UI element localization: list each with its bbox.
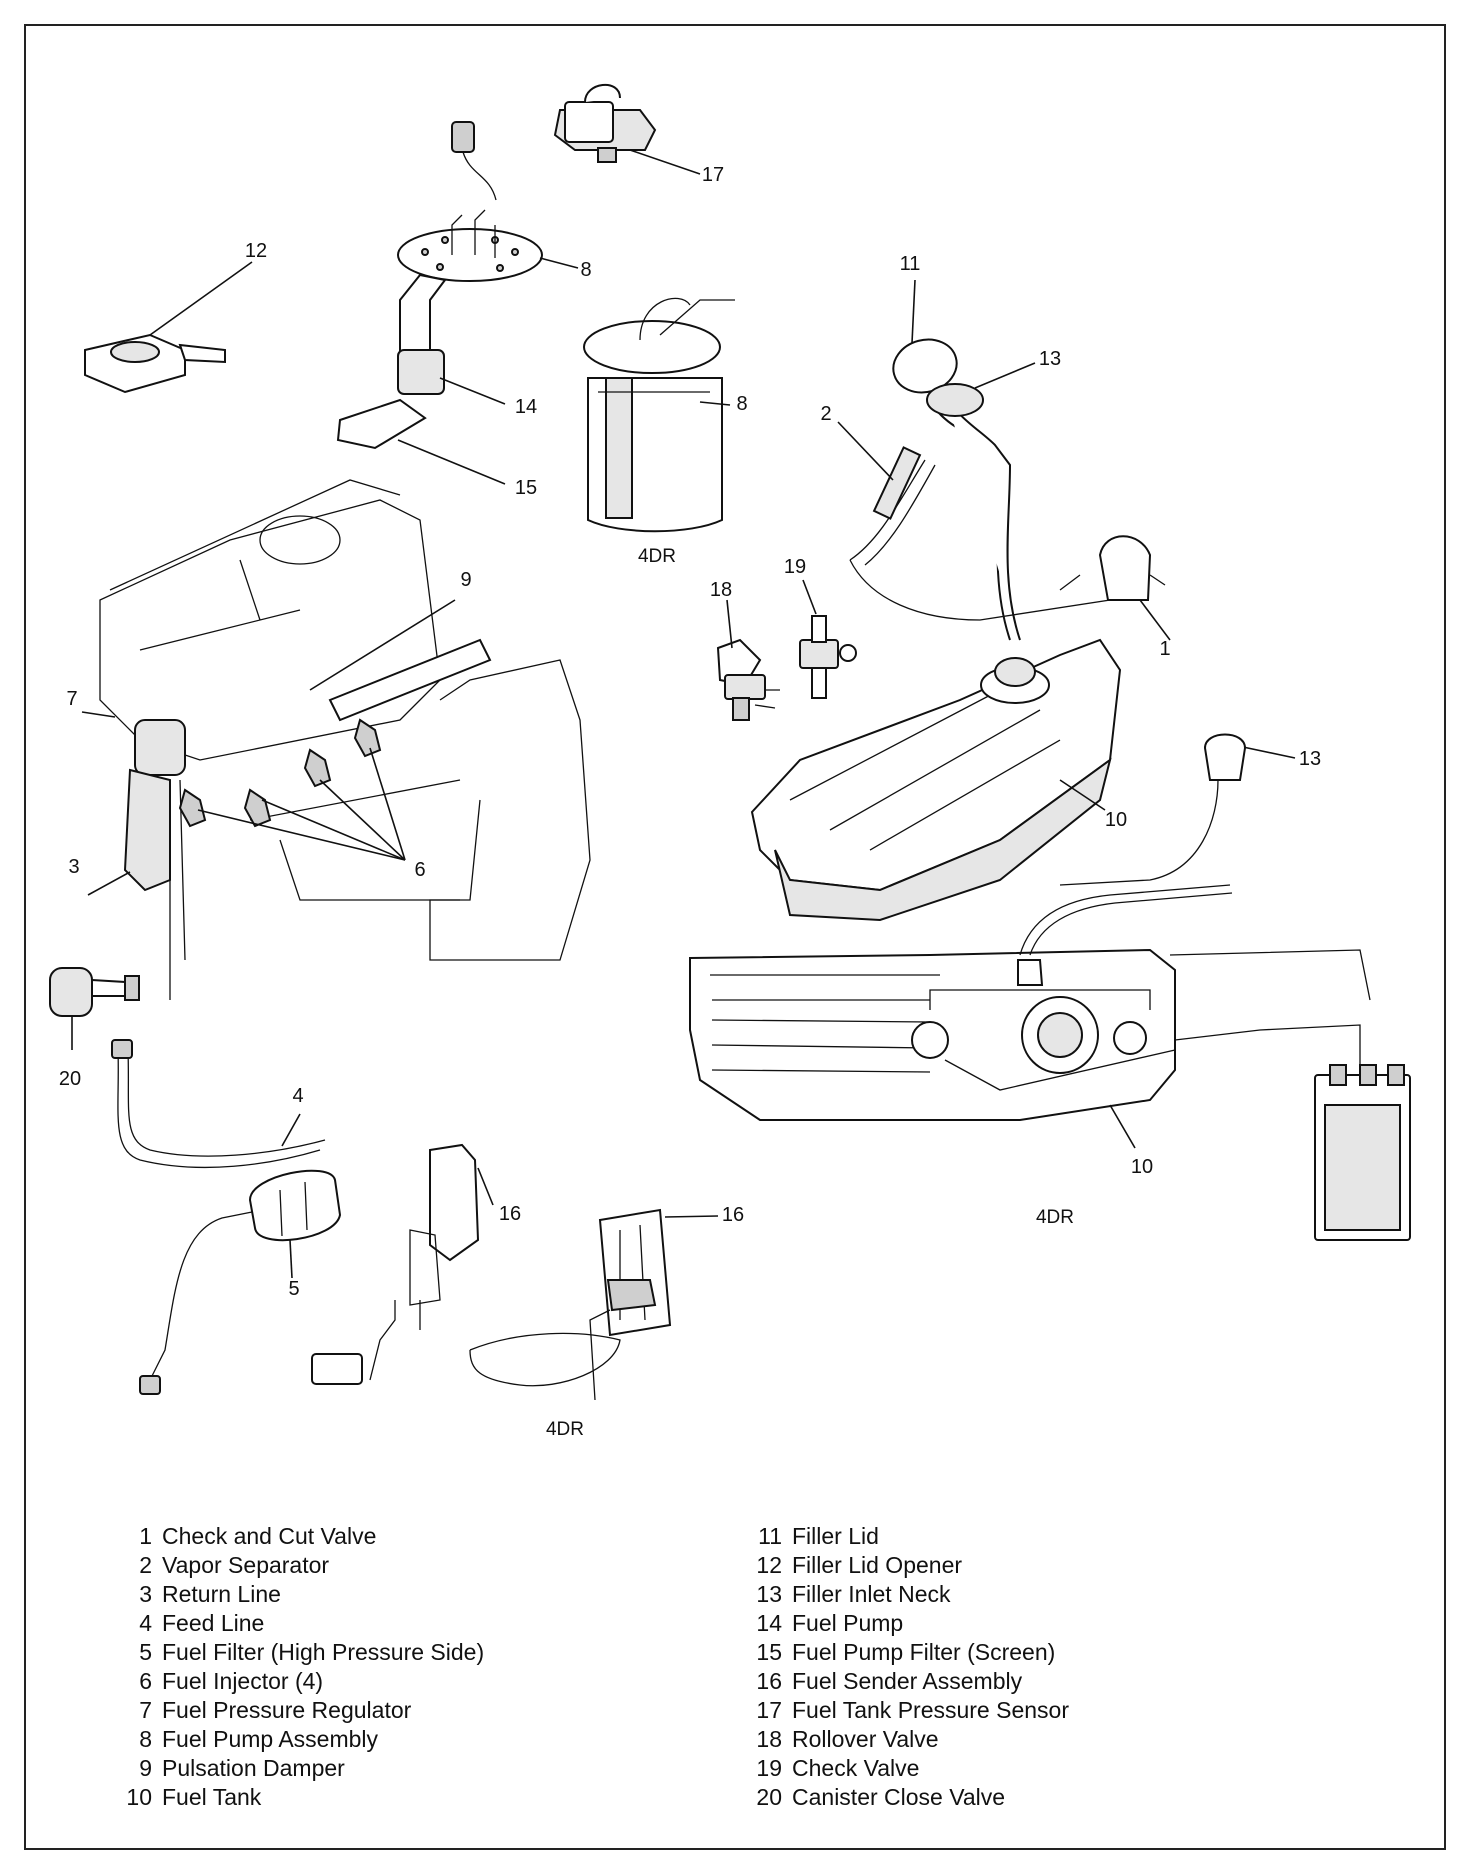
variant-label-pump: 4DR (638, 546, 676, 567)
callout-6: 6 (414, 859, 425, 881)
callout-13-top: 13 (1039, 348, 1061, 370)
variant-label-tank: 4DR (1036, 1207, 1074, 1228)
callout-12: 12 (245, 240, 267, 262)
callout-11: 11 (900, 253, 921, 275)
callout-16-4dr: 16 (722, 1204, 744, 1226)
fuel-pump-assembly-4dr-part (583, 297, 735, 533)
fuel-tank-lower-part (689, 733, 1411, 1241)
callout-1: 1 (1159, 638, 1170, 660)
callout-8-4dr: 8 (736, 393, 747, 415)
callout-7: 7 (66, 688, 77, 710)
rollover-valve-part (716, 599, 780, 721)
callout-2: 2 (820, 403, 831, 425)
fuel-sender-assembly-part (311, 1143, 494, 1385)
fuel-pump-assembly-part (336, 121, 579, 485)
fuel-sender-assembly-4dr-part (469, 1208, 719, 1401)
variant-label-sender: 4DR (546, 1419, 584, 1440)
callout-17: 17 (702, 164, 724, 186)
callout-10-upper: 10 (1105, 809, 1127, 831)
callout-9: 9 (460, 569, 471, 591)
callout-labels: 1 2 3 4 5 6 7 8 8 9 10 10 11 12 13 13 14… (59, 164, 1321, 1300)
callout-10-lower: 10 (1131, 1156, 1153, 1178)
callout-18: 18 (710, 579, 732, 601)
callout-19: 19 (784, 556, 806, 578)
diagram-frame (24, 24, 1446, 1850)
fuel-tank-pressure-sensor-part (553, 83, 701, 175)
callout-20: 20 (59, 1068, 81, 1090)
engine-part (81, 479, 591, 1000)
filler-lid-opener-part (84, 261, 253, 394)
filler-lid-part (892, 279, 958, 394)
callout-13-lower: 13 (1299, 748, 1321, 770)
callout-5: 5 (288, 1278, 299, 1300)
canister-close-valve-part (49, 967, 140, 1050)
callout-16-left: 16 (499, 1203, 521, 1225)
callout-3: 3 (68, 856, 79, 878)
callout-15: 15 (515, 477, 537, 499)
fuel-tank-upper-part (750, 362, 1171, 922)
variant-labels: 4DR 4DR 4DR (546, 546, 1074, 1440)
callout-14: 14 (515, 396, 537, 418)
feed-line-and-fuel-filter-part (111, 1039, 342, 1395)
callout-4: 4 (292, 1085, 303, 1107)
check-valve-part (799, 579, 857, 699)
callout-8-top: 8 (580, 259, 591, 281)
